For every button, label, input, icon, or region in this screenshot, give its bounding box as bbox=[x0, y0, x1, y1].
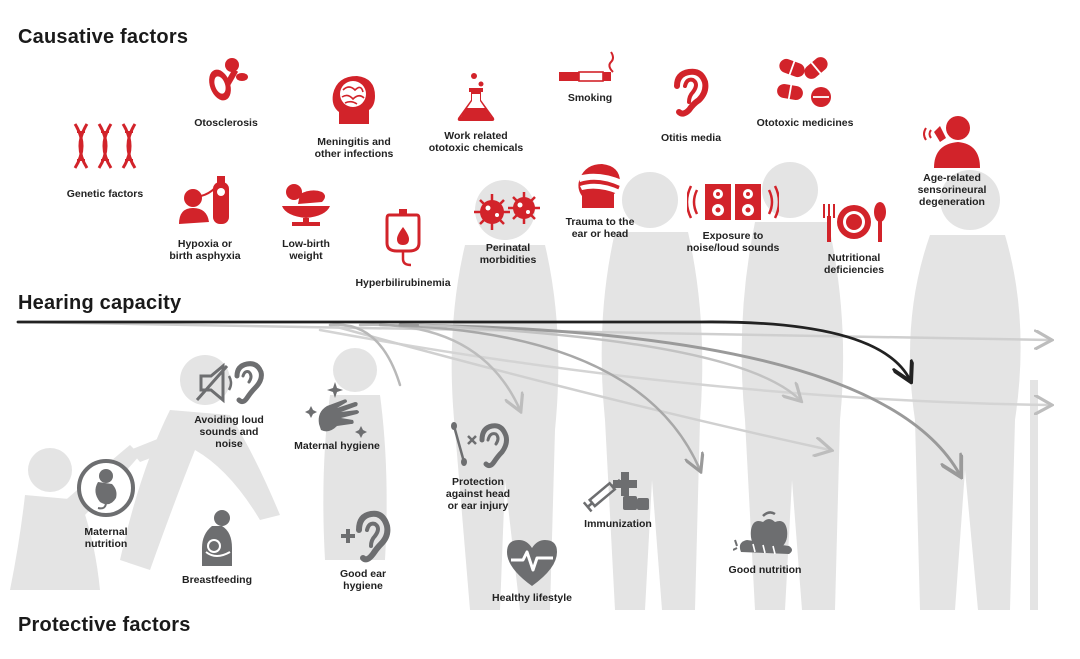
factor-maternal-hygiene-label: Maternal hygiene bbox=[294, 440, 380, 452]
baby-scale-icon bbox=[282, 184, 330, 226]
speakers-icon bbox=[687, 184, 779, 220]
factor-genetic-label: Genetic factors bbox=[66, 188, 144, 200]
capacity-curve-5 bbox=[418, 323, 800, 400]
causative-factors-heading: Causative factors bbox=[18, 26, 189, 48]
factor-low-birth-weight: Low-birth weight bbox=[241, 180, 371, 262]
clean-hand-icon bbox=[305, 382, 367, 438]
factor-otitis-media-label: Otitis media bbox=[660, 132, 722, 144]
factor-chemicals: Work related ototoxic chemicals bbox=[411, 70, 541, 154]
muted-speaker-ear-icon bbox=[195, 361, 264, 405]
factor-low-birth-weight-label: Low-birth weight bbox=[282, 238, 330, 262]
factor-hypoxia-label: Hypoxia or birth asphyxia bbox=[169, 238, 241, 262]
factor-noise-label: Exposure to noise/loud sounds bbox=[686, 230, 780, 254]
ear-icon bbox=[674, 68, 709, 117]
factor-maternal-hygiene: Maternal hygiene bbox=[272, 378, 402, 452]
factor-trauma: Trauma to the ear or head bbox=[535, 160, 665, 240]
factor-perinatal: Perinatal morbidities bbox=[443, 190, 573, 266]
fetus-icon bbox=[77, 459, 135, 517]
factor-smoking: Smoking bbox=[525, 48, 655, 104]
factor-immunization-label: Immunization bbox=[584, 518, 652, 530]
factor-meningitis-label: Meningitis and other infections bbox=[314, 136, 394, 160]
factor-hyperbilirubinemia: Hyperbilirubinemia bbox=[338, 207, 468, 289]
capacity-line-2 bbox=[318, 328, 1050, 405]
factor-medicines-label: Ototoxic medicines bbox=[756, 117, 854, 129]
capacity-curve-3 bbox=[378, 323, 700, 470]
cigarette-icon bbox=[559, 51, 614, 82]
bandaged-head-icon bbox=[578, 164, 622, 208]
factor-smoking-label: Smoking bbox=[567, 92, 613, 104]
factor-maternal-nutrition-label: Maternal nutrition bbox=[84, 526, 128, 550]
factor-meningitis: Meningitis and other infections bbox=[289, 72, 419, 160]
factor-hyperbilirubinemia-label: Hyperbilirubinemia bbox=[355, 277, 451, 289]
brain-head-icon bbox=[332, 76, 375, 124]
factor-nutritional-deficiencies: Nutritional deficiencies bbox=[789, 200, 919, 276]
virus-icon bbox=[474, 192, 540, 230]
ear-plus-icon bbox=[341, 510, 391, 563]
oxygen-tank-icon bbox=[179, 176, 229, 224]
capacity-curve-4 bbox=[398, 323, 960, 475]
factor-nutritional-deficiencies-label: Nutritional deficiencies bbox=[823, 252, 885, 276]
factor-genetic: Genetic factors bbox=[40, 120, 170, 200]
factor-avoiding-noise: Avoiding loud sounds and noise bbox=[164, 360, 294, 450]
capacity-main-curve bbox=[16, 320, 910, 380]
factor-trauma-label: Trauma to the ear or head bbox=[565, 216, 635, 240]
factor-breastfeeding-label: Breastfeeding bbox=[181, 574, 253, 586]
hearing-capacity-heading: Hearing capacity bbox=[18, 292, 182, 314]
syringe-icon bbox=[583, 472, 649, 513]
factor-otosclerosis-label: Otosclerosis bbox=[194, 117, 258, 129]
elderly-ear-icon bbox=[923, 116, 980, 168]
factor-good-nutrition-label: Good nutrition bbox=[728, 564, 802, 576]
iv-bag-icon bbox=[385, 209, 421, 267]
factor-age-related-label: Age-related sensorineural degeneration bbox=[917, 172, 987, 208]
heart-pulse-icon bbox=[507, 540, 557, 586]
flask-icon bbox=[457, 73, 495, 121]
pills-icon bbox=[777, 57, 831, 107]
factor-otosclerosis: Otosclerosis bbox=[161, 55, 291, 129]
no-cotton-swab-icon bbox=[451, 422, 509, 469]
capacity-line-3 bbox=[328, 323, 830, 450]
capacity-curve-1 bbox=[328, 323, 402, 387]
factor-good-nutrition: Good nutrition bbox=[700, 508, 830, 576]
factor-healthy-lifestyle: Healthy lifestyle bbox=[467, 536, 597, 604]
factor-ear-hygiene-label: Good ear hygiene bbox=[339, 568, 387, 592]
factor-healthy-lifestyle-label: Healthy lifestyle bbox=[492, 592, 572, 604]
protective-factors-heading: Protective factors bbox=[18, 614, 191, 636]
factor-head-protection: Protection against head or ear injury bbox=[413, 420, 543, 512]
dna-icon bbox=[73, 123, 137, 169]
factor-maternal-nutrition: Maternal nutrition bbox=[41, 458, 171, 550]
factor-breastfeeding: Breastfeeding bbox=[152, 508, 282, 586]
breastfeeding-icon bbox=[202, 510, 232, 566]
fruit-veg-icon bbox=[733, 511, 792, 555]
plate-cutlery-icon bbox=[823, 202, 886, 242]
factor-otitis-media: Otitis media bbox=[626, 68, 756, 144]
ear-bones-icon bbox=[209, 58, 248, 101]
factor-hypoxia: Hypoxia or birth asphyxia bbox=[140, 172, 270, 262]
factor-perinatal-label: Perinatal morbidities bbox=[479, 242, 537, 266]
factor-immunization: Immunization bbox=[553, 462, 683, 530]
factor-noise: Exposure to noise/loud sounds bbox=[668, 180, 798, 254]
factor-age-related: Age-related sensorineural degeneration bbox=[887, 112, 1017, 208]
factor-medicines: Ototoxic medicines bbox=[740, 55, 870, 129]
factor-ear-hygiene: Good ear hygiene bbox=[298, 508, 428, 592]
factor-head-protection-label: Protection against head or ear injury bbox=[445, 476, 511, 512]
factor-avoiding-noise-label: Avoiding loud sounds and noise bbox=[194, 414, 264, 450]
factor-chemicals-label: Work related ototoxic chemicals bbox=[428, 130, 524, 154]
